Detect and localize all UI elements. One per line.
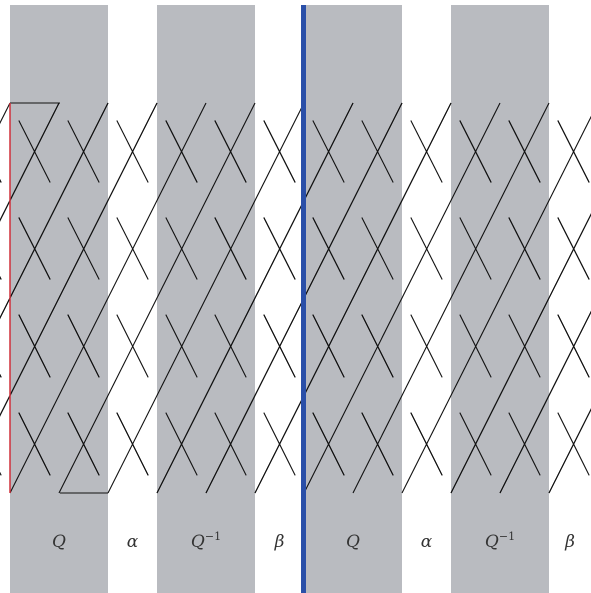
strand-fall-136 xyxy=(459,120,492,183)
band-label-6: Q−1 xyxy=(485,530,515,552)
strand-fall-102 xyxy=(312,217,345,280)
braid-strands xyxy=(0,102,591,494)
strand-fall-111 xyxy=(361,120,394,183)
strand-fall-112 xyxy=(410,217,443,280)
strand-fall-62 xyxy=(67,217,100,280)
band-label-5: α xyxy=(421,532,433,552)
strand-fall-96 xyxy=(214,120,247,183)
strand-fall-61 xyxy=(18,120,51,183)
strand-rise-100 xyxy=(254,102,452,494)
band-label-2: Q−1 xyxy=(191,530,221,552)
band-label-3: β xyxy=(274,532,285,552)
strand-fall-48 xyxy=(0,373,2,378)
strand-rise-65 xyxy=(58,102,256,494)
strand-fall-37 xyxy=(0,275,2,280)
strand-rise-110 xyxy=(352,102,550,494)
strand-fall-72 xyxy=(165,217,198,280)
strand-rise-130 xyxy=(548,408,591,494)
strand-fall-142 xyxy=(557,217,590,280)
strand-rise-140 xyxy=(499,310,591,494)
strand-fall-71 xyxy=(116,120,149,183)
strand-fall-66 xyxy=(67,120,100,183)
band-label-4: Q xyxy=(346,532,360,552)
strand-rise-90 xyxy=(156,102,354,494)
strand-fall-92 xyxy=(214,217,247,280)
strand-rise-115 xyxy=(401,115,591,494)
strand-rise-25 xyxy=(0,102,11,125)
strand-fall-101 xyxy=(263,120,296,183)
strand-fall-137 xyxy=(508,217,541,280)
strand-fall-117 xyxy=(459,217,492,280)
strand-rise-70 xyxy=(107,102,305,494)
strand-rise-105 xyxy=(303,102,501,494)
strand-rise-45 xyxy=(0,102,60,222)
strand-fall-57 xyxy=(18,217,51,280)
strand-fall-116 xyxy=(410,120,443,183)
band-label-0: Q xyxy=(52,532,66,552)
strand-rise-135 xyxy=(450,213,591,494)
period-divider xyxy=(301,5,306,593)
strand-fall-52 xyxy=(0,275,2,280)
strand-rise-60 xyxy=(9,102,207,494)
strand-fall-107 xyxy=(361,217,394,280)
strand-fall-67 xyxy=(116,217,149,280)
strand-fall-29 xyxy=(0,471,2,476)
strand-fall-141 xyxy=(508,120,541,183)
strand-rise-145 xyxy=(548,408,591,494)
shaded-bands xyxy=(10,5,549,593)
strand-fall-91 xyxy=(165,120,198,183)
strand-fall-41 xyxy=(0,178,2,183)
band-label-7: β xyxy=(564,532,575,552)
strand-fall-33 xyxy=(0,373,2,378)
strand-fall-106 xyxy=(312,120,345,183)
strand-fall-97 xyxy=(263,217,296,280)
strand-fall-146 xyxy=(557,120,590,183)
strand-rise-55 xyxy=(0,102,158,417)
band-label-1: α xyxy=(127,532,139,552)
strand-fall-56 xyxy=(0,178,2,183)
